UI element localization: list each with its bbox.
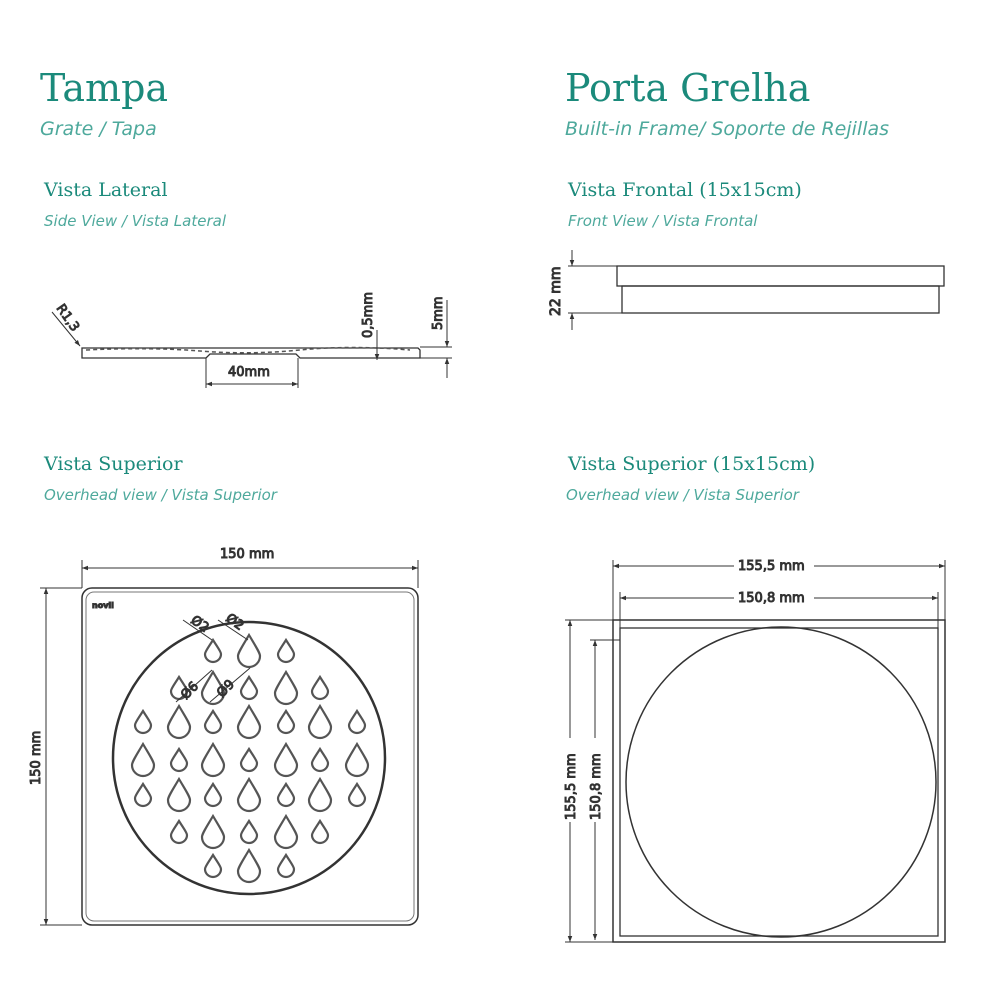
side-view-subtitle: Side View / Vista Lateral bbox=[44, 212, 226, 230]
teardrop-hole bbox=[347, 708, 367, 735]
teardrop-hole bbox=[310, 818, 330, 845]
width-40mm-label: 40mm bbox=[228, 365, 270, 380]
dim-d2-a: Ø2 bbox=[188, 613, 212, 636]
frame-top-view-title: Vista Superior (15x15cm) bbox=[568, 453, 816, 475]
teardrop-hole bbox=[166, 776, 192, 813]
teardrop-hole bbox=[200, 813, 226, 850]
teardrop-hole bbox=[133, 781, 153, 808]
teardrop-hole bbox=[276, 637, 296, 664]
teardrop-hole bbox=[166, 703, 192, 740]
inner-width-label: 150,8 mm bbox=[738, 591, 805, 606]
teardrop-hole bbox=[273, 813, 299, 850]
top-view-title: Vista Superior bbox=[44, 453, 183, 475]
teardrop-hole bbox=[130, 741, 156, 778]
outer-width-label: 155,5 mm bbox=[738, 559, 805, 574]
inner-height-label: 150,8 mm bbox=[589, 753, 604, 820]
grate-side-view: R1,3 40mm 0,5mm 5mm bbox=[51, 291, 452, 388]
porta-grelha-subtitle: Built-in Frame/ Soporte de Rejillas bbox=[565, 118, 890, 140]
dim-d2-b: Ø2 bbox=[223, 611, 247, 634]
frame-front-view: 22 mm bbox=[548, 250, 945, 330]
teardrop-hole bbox=[273, 741, 299, 778]
grate-top-view: 150 mm 150 mm novii Ø2 Ø2 Ø6 Ø9 bbox=[29, 547, 419, 926]
teardrop-hole bbox=[200, 741, 226, 778]
teardrop-hole bbox=[307, 776, 333, 813]
tampa-title: Tampa bbox=[40, 66, 169, 110]
teardrop-hole bbox=[239, 818, 259, 845]
tampa-subtitle: Grate / Tapa bbox=[40, 118, 157, 140]
teardrop-hole bbox=[203, 708, 223, 735]
outer-height-label: 155,5 mm bbox=[564, 753, 579, 820]
teardrop-hole bbox=[236, 703, 262, 740]
teardrop-hole bbox=[203, 852, 223, 879]
teardrop-hole bbox=[239, 746, 259, 773]
teardrop-hole bbox=[239, 674, 259, 701]
frame-top-view: 155,5 mm 150,8 mm 155,5 mm 150,8 mm bbox=[562, 558, 946, 943]
top-view-subtitle: Overhead view / Vista Superior bbox=[44, 486, 277, 504]
teardrop-hole bbox=[236, 847, 262, 884]
teardrop-hole bbox=[203, 781, 223, 808]
teardrop-hole bbox=[236, 632, 262, 669]
teardrop-hole bbox=[203, 637, 223, 664]
teardrop-hole bbox=[347, 781, 367, 808]
teardrop-hole bbox=[344, 741, 370, 778]
teardrop-hole bbox=[169, 818, 189, 845]
teardrop-hole bbox=[276, 781, 296, 808]
side-view-title: Vista Lateral bbox=[44, 179, 168, 201]
thickness-label: 0,5mm bbox=[361, 292, 376, 338]
front-view-subtitle: Front View / Vista Frontal bbox=[568, 212, 758, 230]
height-5mm-label: 5mm bbox=[431, 296, 446, 330]
teardrop-hole bbox=[169, 746, 189, 773]
front-view-title: Vista Frontal (15x15cm) bbox=[568, 179, 802, 201]
teardrop-hole bbox=[310, 674, 330, 701]
porta-grelha-title: Porta Grelha bbox=[565, 66, 811, 110]
teardrop-hole bbox=[133, 708, 153, 735]
teardrop-hole bbox=[276, 708, 296, 735]
grate-height-label: 150 mm bbox=[29, 731, 44, 785]
grate-width-label: 150 mm bbox=[220, 547, 274, 562]
teardrop-hole bbox=[307, 703, 333, 740]
frame-height-label: 22 mm bbox=[548, 266, 564, 316]
brand-logo: novii bbox=[92, 601, 114, 610]
teardrop-hole bbox=[200, 669, 226, 706]
drain-holes bbox=[130, 632, 370, 884]
teardrop-hole bbox=[276, 852, 296, 879]
teardrop-hole bbox=[310, 746, 330, 773]
frame-top-view-subtitle: Overhead view / Vista Superior bbox=[566, 486, 799, 504]
teardrop-hole bbox=[236, 776, 262, 813]
teardrop-hole bbox=[273, 669, 299, 706]
